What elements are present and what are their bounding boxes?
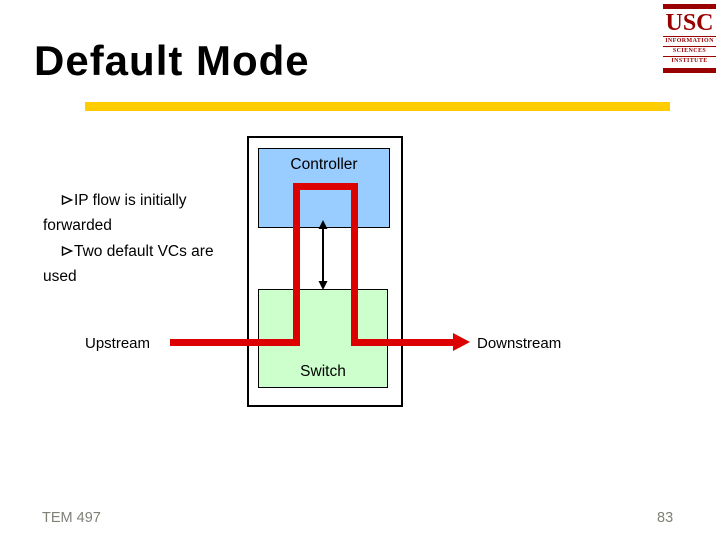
- title-underline-bar: [85, 102, 670, 111]
- controller-label: Controller: [290, 156, 358, 173]
- logo-bottom-rule: [663, 68, 716, 73]
- vc-path-top-segment: [293, 183, 358, 190]
- downstream-arrowhead-icon: [453, 333, 470, 351]
- bullet-list: IP flow is initially forwarded Two defau…: [43, 189, 215, 291]
- upstream-label: Upstream: [85, 335, 151, 352]
- logo-wordmark: USC: [665, 10, 714, 36]
- footer-course-code: TEM 497: [42, 510, 101, 526]
- slide-title: Default Mode: [34, 37, 310, 84]
- controller-switch-double-arrow-icon: [316, 220, 330, 295]
- bullet-text: Two default VCs are used: [43, 243, 214, 285]
- downstream-flow-line: [351, 339, 454, 346]
- arrowhead-bullet-icon: [52, 190, 74, 214]
- switch-box: Switch: [258, 289, 388, 388]
- arrowhead-bullet-icon: [52, 241, 74, 265]
- logo-top-rule: [663, 4, 716, 9]
- bullet-text: IP flow is initially forwarded: [43, 192, 187, 234]
- bullet-item: IP flow is initially forwarded: [43, 189, 215, 237]
- vc-path-right-segment: [351, 183, 358, 346]
- logo-line-institute: INSTITUTE: [663, 56, 716, 66]
- usc-isi-logo: USC INFORMATION SCIENCES INSTITUTE: [663, 4, 716, 73]
- vc-path-left-segment: [293, 183, 300, 346]
- logo-line-information: INFORMATION: [663, 36, 716, 46]
- logo-line-sciences: SCIENCES: [663, 46, 716, 56]
- switch-label: Switch: [300, 363, 346, 380]
- bullet-item: Two default VCs are used: [43, 240, 215, 288]
- footer-page-number: 83: [657, 510, 674, 526]
- downstream-label: Downstream: [477, 335, 562, 352]
- upstream-flow-line: [170, 339, 300, 346]
